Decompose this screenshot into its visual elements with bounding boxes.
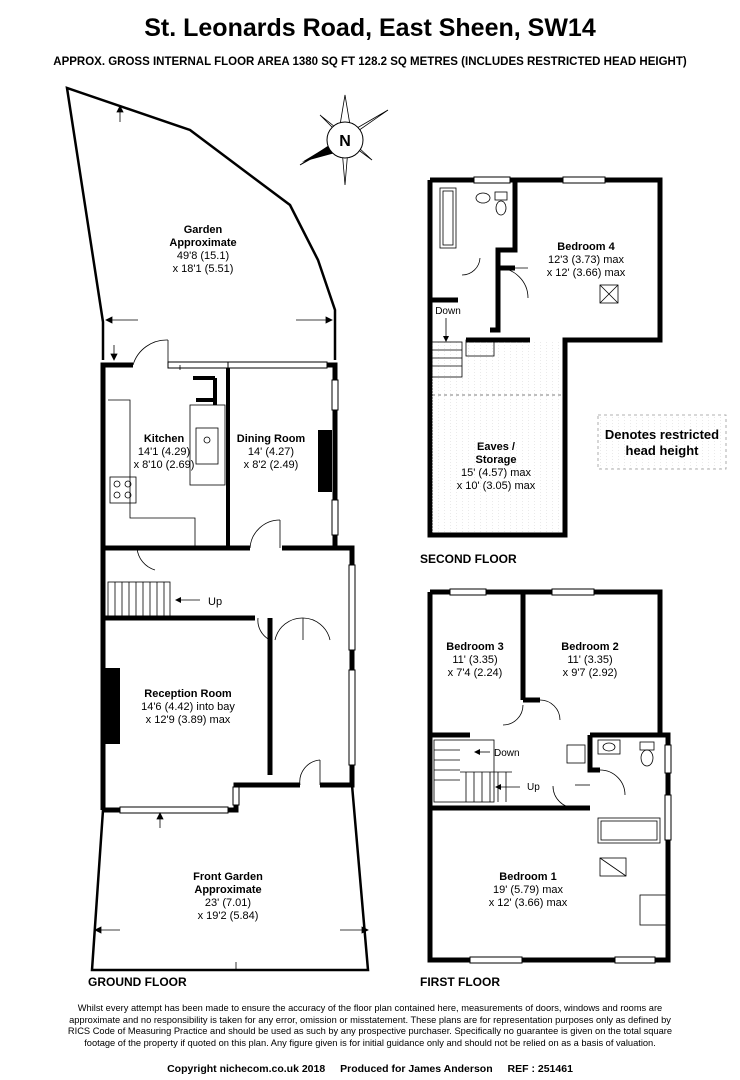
- first-floor-label: FIRST FLOOR: [420, 975, 500, 989]
- second-restricted-area: [432, 342, 562, 532]
- svg-text:14'1 (4.29): 14'1 (4.29): [138, 446, 190, 458]
- label-garden: Garden Approximate 49'8 (15.1) x 18'1 (5…: [169, 224, 236, 275]
- first-fittings: [433, 699, 667, 926]
- dining-fireplace: [103, 430, 332, 744]
- ground-stairs: [107, 581, 200, 618]
- label-bedroom-4: Bedroom 4 12'3 (3.73) max x 12' (3.66) m…: [547, 241, 626, 279]
- svg-text:14' (4.27): 14' (4.27): [248, 446, 294, 458]
- second-stairs-down-label: Down: [435, 306, 461, 317]
- label-front-garden: Front Garden Approximate 23' (7.01) x 19…: [193, 871, 263, 922]
- ground-doors: [132, 339, 331, 786]
- svg-text:x 12' (3.66) max: x 12' (3.66) max: [547, 267, 626, 279]
- svg-text:Kitchen: Kitchen: [144, 433, 185, 445]
- compass-letter: N: [339, 133, 351, 150]
- front-garden-outline: [90, 784, 370, 972]
- front-garden-arrows: [94, 812, 369, 970]
- first-floor-walls: [427, 589, 671, 963]
- label-bedroom-1: Bedroom 1 19' (5.79) max x 12' (3.66) ma…: [489, 871, 568, 909]
- ground-windows: [119, 361, 356, 814]
- svg-text:x 12' (3.66) max: x 12' (3.66) max: [489, 897, 568, 909]
- label-bedroom-2: Bedroom 2 11' (3.35) x 9'7 (2.92): [561, 641, 618, 679]
- svg-text:Bedroom 2: Bedroom 2: [561, 641, 618, 653]
- svg-text:Bedroom 3: Bedroom 3: [446, 641, 503, 653]
- svg-text:x 8'2 (2.49): x 8'2 (2.49): [244, 459, 299, 471]
- garden-outline: [65, 86, 337, 360]
- plan-title: St. Leonards Road, East Sheen, SW14: [144, 14, 596, 42]
- label-dining-room: Dining Room 14' (4.27) x 8'2 (2.49): [237, 433, 306, 471]
- second-fittings: [431, 187, 619, 378]
- svg-text:19' (5.79) max: 19' (5.79) max: [493, 884, 563, 896]
- stair-up-arrow: [175, 597, 181, 603]
- second-floor-label: SECOND FLOOR: [420, 552, 517, 566]
- compass-icon: N: [299, 94, 389, 186]
- svg-text:Garden: Garden: [184, 224, 223, 236]
- svg-text:Dining Room: Dining Room: [237, 433, 306, 445]
- label-bedroom-3: Bedroom 3 11' (3.35) x 7'4 (2.24): [446, 641, 503, 679]
- svg-text:Denotes restricted: Denotes restricted: [605, 427, 719, 442]
- svg-text:x 7'4 (2.24): x 7'4 (2.24): [448, 667, 503, 679]
- svg-text:11' (3.35): 11' (3.35): [567, 654, 612, 666]
- disclaimer-text: Whilst every attempt has been made to en…: [67, 1003, 673, 1048]
- svg-text:x 19'2 (5.84): x 19'2 (5.84): [198, 910, 259, 922]
- stair-up-arrow-first: [495, 784, 501, 790]
- svg-text:x 10' (3.05) max: x 10' (3.05) max: [457, 480, 536, 492]
- second-windows: [473, 176, 606, 184]
- footer: Copyright nichecom.co.uk 2018 Produced f…: [0, 1063, 740, 1075]
- label-kitchen: Kitchen 14'1 (4.29) x 8'10 (2.69): [134, 433, 195, 471]
- svg-text:Bedroom 4: Bedroom 4: [557, 241, 615, 253]
- stair-down-arrow-first: [474, 749, 480, 755]
- svg-text:Bedroom 1: Bedroom 1: [499, 871, 556, 883]
- svg-text:x 9'7 (2.92): x 9'7 (2.92): [563, 667, 618, 679]
- ground-stairs-up-label: Up: [208, 596, 222, 608]
- label-eaves-storage: Eaves / Storage 15' (4.57) max x 10' (3.…: [457, 441, 536, 492]
- label-reception-room: Reception Room 14'6 (4.42) into bay x 12…: [141, 688, 235, 726]
- svg-text:23' (7.01): 23' (7.01): [205, 897, 251, 909]
- svg-text:12'3 (3.73) max: 12'3 (3.73) max: [548, 254, 625, 266]
- svg-text:Front Garden: Front Garden: [193, 871, 263, 883]
- svg-text:x 12'9 (3.89) max: x 12'9 (3.89) max: [146, 714, 231, 726]
- restricted-height-legend: Denotes restricted head height: [597, 414, 727, 470]
- svg-text:Approximate: Approximate: [169, 237, 236, 249]
- first-stairs-up-label: Up: [527, 782, 540, 793]
- kitchen-worktops: [108, 365, 226, 548]
- svg-text:x 18'1 (5.51): x 18'1 (5.51): [173, 263, 234, 275]
- svg-text:head height: head height: [626, 443, 700, 458]
- svg-text:49'8 (15.1): 49'8 (15.1): [177, 250, 229, 262]
- ground-floor-label: GROUND FLOOR: [88, 975, 187, 989]
- svg-text:Storage: Storage: [476, 454, 517, 466]
- garden-dimension-arrows: [105, 105, 333, 361]
- first-stairs-down-label: Down: [494, 748, 520, 759]
- svg-text:Approximate: Approximate: [194, 884, 261, 896]
- ground-internal-walls: [193, 365, 230, 548]
- svg-text:11' (3.35): 11' (3.35): [452, 654, 497, 666]
- svg-text:Reception Room: Reception Room: [144, 688, 232, 700]
- footer-reference: REF : 251461: [507, 1063, 573, 1075]
- first-windows: [449, 588, 672, 964]
- svg-text:Eaves /: Eaves /: [477, 441, 515, 453]
- footer-produced-for: Produced for James Anderson: [340, 1063, 493, 1075]
- floor-area-subtitle: APPROX. GROSS INTERNAL FLOOR AREA 1380 S…: [53, 56, 687, 68]
- svg-text:15' (4.57) max: 15' (4.57) max: [461, 467, 531, 479]
- svg-text:14'6 (4.42) into bay: 14'6 (4.42) into bay: [141, 701, 235, 713]
- footer-copyright: Copyright nichecom.co.uk 2018: [167, 1063, 326, 1075]
- stair-down-arrow-second: [443, 336, 449, 342]
- svg-text:x 8'10 (2.69): x 8'10 (2.69): [134, 459, 195, 471]
